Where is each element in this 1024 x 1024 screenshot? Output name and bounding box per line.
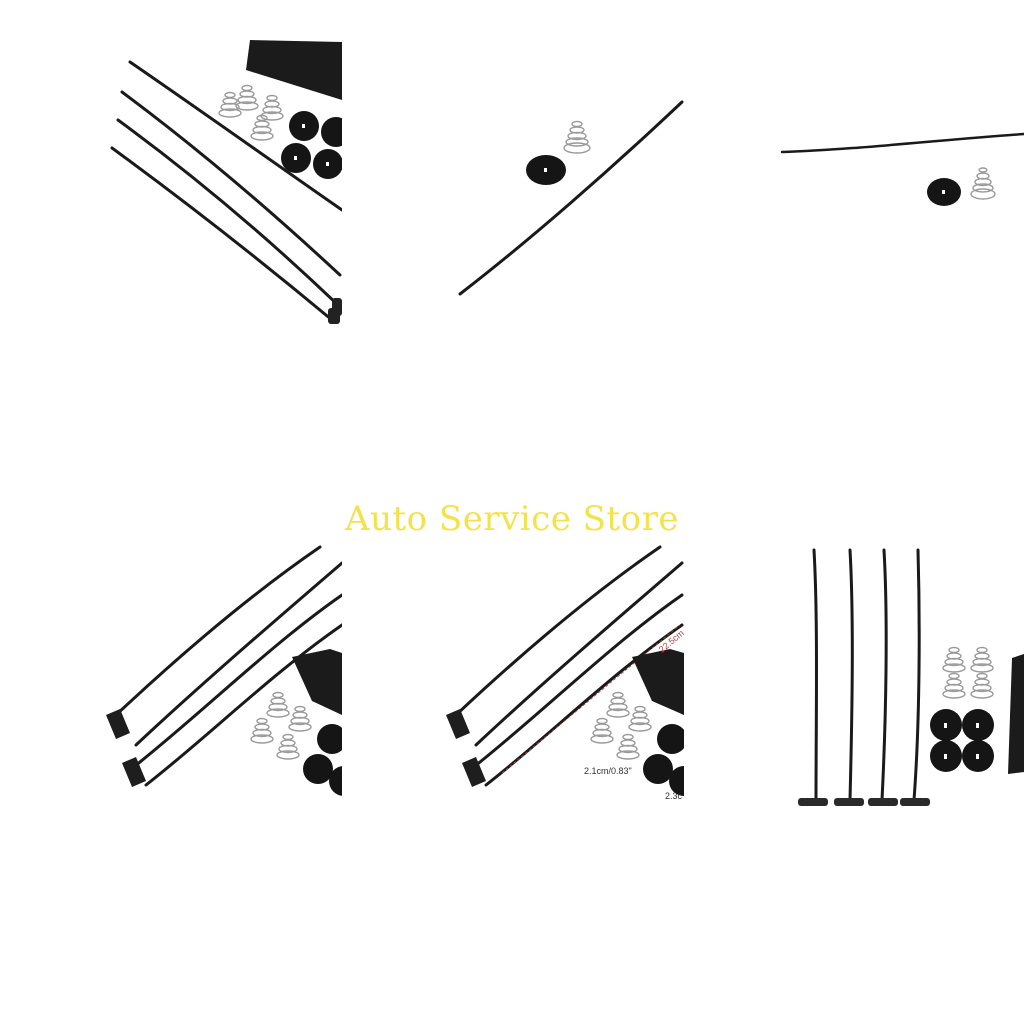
product-photo-tile-6 xyxy=(780,540,1024,815)
rubber-washers xyxy=(303,724,342,796)
product-photo-tile-5: 22.5cm 2.1cm/0.83" 2.3c xyxy=(440,545,684,800)
cable-ties xyxy=(812,548,921,802)
foam-pad xyxy=(246,40,342,100)
spring-height-label: 2.1cm/0.83" xyxy=(584,766,632,776)
foam-pad xyxy=(632,649,684,715)
cable-ties xyxy=(110,60,342,322)
washer-diameter-label: 2.3c xyxy=(665,791,683,800)
cable-tie xyxy=(780,132,1024,154)
length-dimension-line xyxy=(501,624,681,774)
rubber-washers xyxy=(643,724,684,796)
foam-pad xyxy=(292,649,342,715)
spring xyxy=(970,167,996,200)
store-watermark: Auto Service Store xyxy=(345,499,679,539)
tie-head xyxy=(462,757,486,787)
cable-ties xyxy=(454,545,684,787)
cable-tie xyxy=(458,100,684,296)
springs xyxy=(218,84,284,141)
product-photo-tile-2 xyxy=(440,90,684,310)
cable-ties xyxy=(114,545,342,787)
product-photo-tile-3 xyxy=(770,120,1024,220)
springs xyxy=(942,646,994,699)
tie-heads xyxy=(798,798,930,806)
springs xyxy=(590,691,652,760)
rubber-washers xyxy=(281,111,342,179)
tie-head xyxy=(446,709,470,739)
foam-pad xyxy=(1008,654,1024,774)
rubber-washers xyxy=(930,709,994,772)
tie-head xyxy=(122,757,146,787)
tie-head xyxy=(106,709,130,739)
product-photo-tile-4 xyxy=(100,545,342,800)
product-photo-tile-1 xyxy=(100,20,342,340)
tie-head xyxy=(328,308,340,324)
spring xyxy=(563,120,591,154)
springs xyxy=(250,691,312,760)
